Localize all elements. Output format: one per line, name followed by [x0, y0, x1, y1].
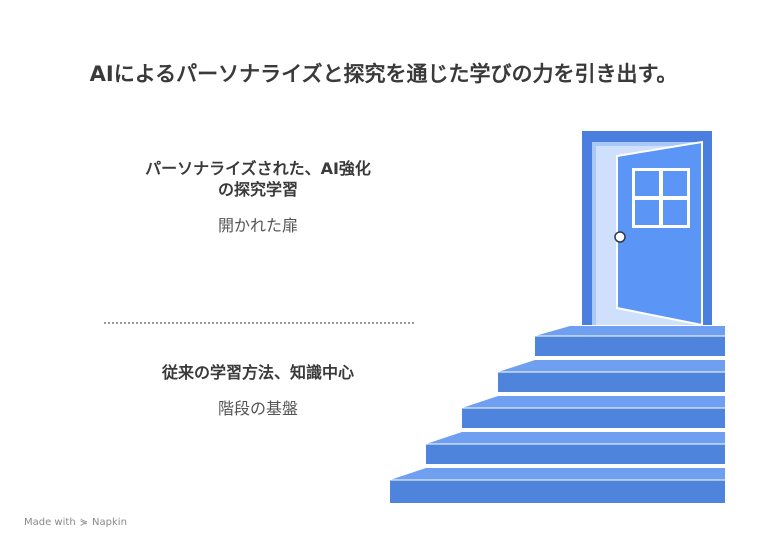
bottom-subtitle: 階段の基盤 [217, 399, 298, 418]
top-subtitle: 開かれた扉 [217, 216, 298, 235]
door-stairs-illustration [390, 131, 725, 503]
top-heading: パーソナライズされた、AI強化 の探究学習 [118, 158, 398, 200]
top-description: パーソナライズされた、AI強化 の探究学習 開かれた扉 [118, 158, 398, 236]
top-heading-line2: の探究学習 [217, 180, 298, 199]
bottom-heading: 従来の学習方法、知識中心 [161, 363, 354, 382]
page-title: AIによるパーソナライズと探究を通じた学びの力を引き出す。 [89, 62, 678, 86]
bottom-description: 従来の学習方法、知識中心 階段の基盤 [118, 362, 398, 419]
open-door-icon [614, 140, 703, 327]
footer-attribution: Made with ⋟ Napkin [24, 517, 127, 528]
brand-name: Napkin [92, 517, 127, 528]
napkin-logo-icon: ⋟ [79, 517, 89, 528]
made-with-label: Made with [24, 517, 76, 528]
stairs [390, 326, 725, 503]
dotted-divider [104, 322, 414, 324]
top-heading-line1: パーソナライズされた、AI強化 [145, 159, 371, 178]
